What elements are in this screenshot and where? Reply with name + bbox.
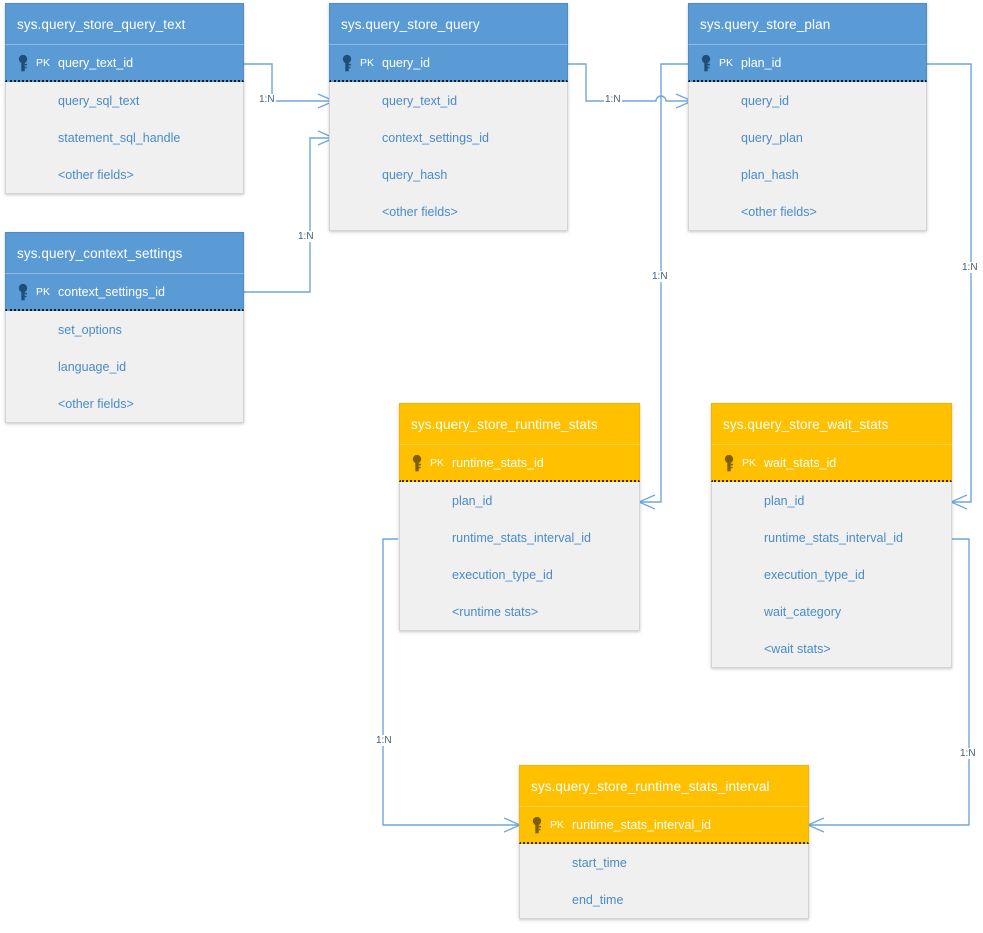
field-row: <other fields> (58, 396, 134, 411)
entity-field-list: query_text_id context_settings_id query_… (329, 82, 568, 231)
cardinality-label-r3: 1:N (604, 94, 622, 105)
pk-field-name: plan_id (741, 55, 782, 70)
entity-query-store-query-text[interactable]: sys.query_store_query_text PK query_text… (5, 3, 244, 194)
field-row: execution_type_id (452, 567, 553, 582)
entity-pk-row: PK query_id (329, 44, 568, 82)
pk-badge: PK (550, 818, 565, 831)
entity-title: sys.query_store_query_text (5, 3, 244, 44)
entity-query-store-runtime-stats[interactable]: sys.query_store_runtime_stats PK runtime… (399, 403, 640, 631)
entity-title: sys.query_context_settings (5, 232, 244, 273)
field-row: start_time (572, 855, 627, 870)
entity-query-store-runtime-stats-interval[interactable]: sys.query_store_runtime_stats_interval P… (519, 765, 809, 919)
entity-pk-row: PK plan_id (688, 44, 927, 82)
pk-field-name: wait_stats_id (764, 455, 837, 470)
entity-pk-row: PK runtime_stats_id (399, 444, 640, 482)
pk-badge: PK (360, 56, 375, 69)
pk-badge: PK (36, 285, 51, 298)
field-row: <other fields> (382, 204, 458, 219)
pk-field-name: context_settings_id (58, 284, 166, 299)
cardinality-label-r7: 1:N (959, 748, 977, 759)
pk-badge: PK (430, 456, 445, 469)
entity-field-list: query_id query_plan plan_hash <other fie… (688, 82, 927, 231)
field-row: query_text_id (382, 93, 458, 108)
entity-title: sys.query_store_plan (688, 3, 927, 44)
arrow-interval-to-wait-stats (806, 817, 825, 833)
pk-field-name: runtime_stats_interval_id (572, 817, 711, 832)
cardinality-label-r4: 1:N (651, 271, 669, 282)
key-icon (532, 816, 542, 833)
entity-query-store-wait-stats[interactable]: sys.query_store_wait_stats PK wait_stats… (711, 403, 952, 668)
entity-pk-row: PK query_text_id (5, 44, 244, 82)
field-row: plan_id (764, 493, 805, 508)
entity-field-list: plan_id runtime_stats_interval_id execut… (711, 482, 952, 668)
entity-field-list: start_time end_time (519, 844, 809, 919)
pk-badge: PK (719, 56, 734, 69)
field-row: plan_hash (741, 167, 799, 182)
field-row: query_sql_text (58, 93, 140, 108)
pk-badge: PK (742, 456, 757, 469)
arrow-interval-to-runtime-stats (503, 817, 522, 833)
wire-query-to-plan-hop (652, 95, 690, 102)
entity-title: sys.query_store_runtime_stats (399, 403, 640, 444)
field-row: end_time (572, 892, 624, 907)
cardinality-label-r2: 1:N (297, 231, 315, 242)
pk-field-name: query_id (382, 55, 430, 70)
wire-context-to-query (244, 137, 332, 293)
arrow-plan-to-wait-stats (949, 494, 968, 510)
key-icon (412, 454, 422, 471)
field-row: context_settings_id (382, 130, 490, 145)
entity-title: sys.query_store_query (329, 3, 568, 44)
key-icon (18, 283, 28, 300)
field-row: <other fields> (58, 167, 134, 182)
entity-pk-row: PK wait_stats_id (711, 444, 952, 482)
field-row: plan_id (452, 493, 493, 508)
entity-query-store-plan[interactable]: sys.query_store_plan PK plan_id query_id… (688, 3, 927, 231)
arrow-plan-to-runtime-stats (637, 494, 656, 510)
field-row: <wait stats> (764, 641, 831, 656)
entity-pk-row: PK runtime_stats_interval_id (519, 806, 809, 844)
cardinality-label-r6: 1:N (375, 735, 393, 746)
field-row: query_id (741, 93, 789, 108)
entity-field-list: plan_id runtime_stats_interval_id execut… (399, 482, 640, 631)
field-row: set_options (58, 322, 122, 337)
entity-field-list: query_sql_text statement_sql_handle <oth… (5, 82, 244, 194)
cardinality-label-r5: 1:N (961, 262, 979, 273)
wire-plan-to-runtime-stats (641, 63, 688, 503)
field-row: language_id (58, 359, 127, 374)
field-row: wait_category (764, 604, 842, 619)
key-icon (701, 54, 711, 71)
field-row: runtime_stats_interval_id (764, 530, 903, 545)
pk-field-name: query_text_id (58, 55, 134, 70)
key-icon (724, 454, 734, 471)
entity-query-store-query[interactable]: sys.query_store_query PK query_id query_… (329, 3, 568, 231)
field-row: <runtime stats> (452, 604, 539, 619)
field-row: <other fields> (741, 204, 817, 219)
field-row: execution_type_id (764, 567, 865, 582)
cardinality-label-r1: 1:N (258, 94, 276, 105)
field-row: statement_sql_handle (58, 130, 181, 145)
key-icon (342, 54, 352, 71)
entity-title: sys.query_store_wait_stats (711, 403, 952, 444)
pk-field-name: runtime_stats_id (452, 455, 544, 470)
field-row: query_plan (741, 130, 803, 145)
field-row: query_hash (382, 167, 448, 182)
key-icon (18, 54, 28, 71)
entity-title: sys.query_store_runtime_stats_interval (519, 765, 809, 806)
pk-badge: PK (36, 56, 51, 69)
entity-pk-row: PK context_settings_id (5, 273, 244, 311)
entity-query-context-settings[interactable]: sys.query_context_settings PK context_se… (5, 232, 244, 423)
field-row: runtime_stats_interval_id (452, 530, 591, 545)
entity-field-list: set_options language_id <other fields> (5, 311, 244, 423)
